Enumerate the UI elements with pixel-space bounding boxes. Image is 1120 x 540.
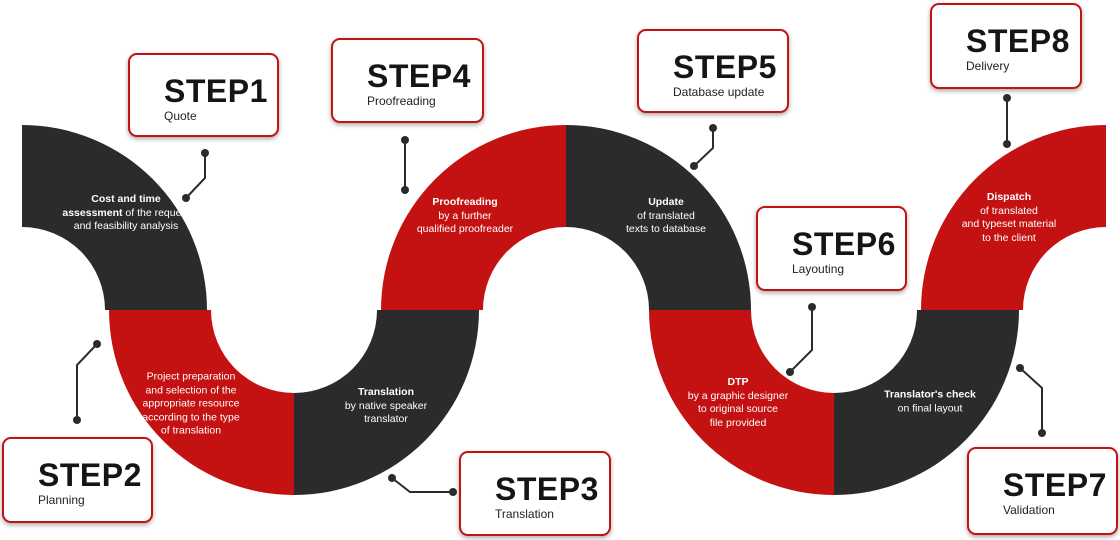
connector-line-2 xyxy=(76,343,98,420)
ribbon-segment-1 xyxy=(22,125,207,310)
step-2-number: STEP2 xyxy=(38,457,142,493)
step-2-box: STEP2 Planning xyxy=(2,437,153,523)
ribbon-segment-2 xyxy=(109,310,294,495)
connector-dot-1-1 xyxy=(201,149,209,157)
ribbon-segment-4 xyxy=(381,125,566,310)
connector-dot-7-2 xyxy=(1038,429,1046,437)
connector-dot-3-1 xyxy=(388,474,396,482)
step-4-number: STEP4 xyxy=(367,58,471,94)
step-2-label: Planning xyxy=(38,493,85,507)
connector-dot-6-2 xyxy=(786,368,794,376)
step-6-label: Layouting xyxy=(792,262,845,276)
step-3-label: Translation xyxy=(495,507,554,521)
connector-dot-2-2 xyxy=(73,416,81,424)
connector-dot-4-2 xyxy=(401,186,409,194)
ribbon-segment-3 xyxy=(294,310,479,495)
step-7-box: STEP7 Validation xyxy=(967,447,1118,535)
step-1-number: STEP1 xyxy=(164,73,268,109)
connector-dot-8-1 xyxy=(1003,94,1011,102)
ribbon-segment-8 xyxy=(921,125,1106,310)
step-6-box: STEP6 Layouting xyxy=(756,206,907,291)
connector-line-7 xyxy=(1019,367,1043,433)
step-7-label: Validation xyxy=(1003,503,1055,517)
step-5-number: STEP5 xyxy=(673,49,777,85)
connector-dot-1-2 xyxy=(182,194,190,202)
connector-line-1 xyxy=(185,153,206,199)
connector-line-5 xyxy=(693,128,714,167)
connector-dot-8-2 xyxy=(1003,140,1011,148)
step-8-box: STEP8 Delivery xyxy=(930,3,1082,89)
step-4-box: STEP4 Proofreading xyxy=(331,38,484,123)
connector-dot-5-2 xyxy=(690,162,698,170)
connector-dot-6-1 xyxy=(808,303,816,311)
step-4-label: Proofreading xyxy=(367,94,436,108)
step-8-label: Delivery xyxy=(966,59,1010,73)
connector-dot-4-1 xyxy=(401,136,409,144)
step-3-number: STEP3 xyxy=(495,471,599,507)
connector-dot-7-1 xyxy=(1016,364,1024,372)
step-1-box: STEP1 Quote xyxy=(128,53,279,137)
step-5-label: Database update xyxy=(673,85,765,99)
step-1-label: Quote xyxy=(164,109,197,123)
ribbon-segment-6 xyxy=(649,310,834,495)
step-5-box: STEP5 Database update xyxy=(637,29,789,113)
step-6-number: STEP6 xyxy=(792,226,896,262)
connector-line-6 xyxy=(789,307,813,373)
step-3-box: STEP3 Translation xyxy=(459,451,611,536)
connector-line-3 xyxy=(391,477,453,493)
connector-dot-3-2 xyxy=(449,488,457,496)
connector-dot-2-1 xyxy=(93,340,101,348)
connector-dot-5-1 xyxy=(709,124,717,132)
ribbon-segment-7 xyxy=(834,310,1019,495)
ribbon-segment-5 xyxy=(566,125,751,310)
step-8-number: STEP8 xyxy=(966,23,1070,59)
step-7-number: STEP7 xyxy=(1003,467,1107,503)
